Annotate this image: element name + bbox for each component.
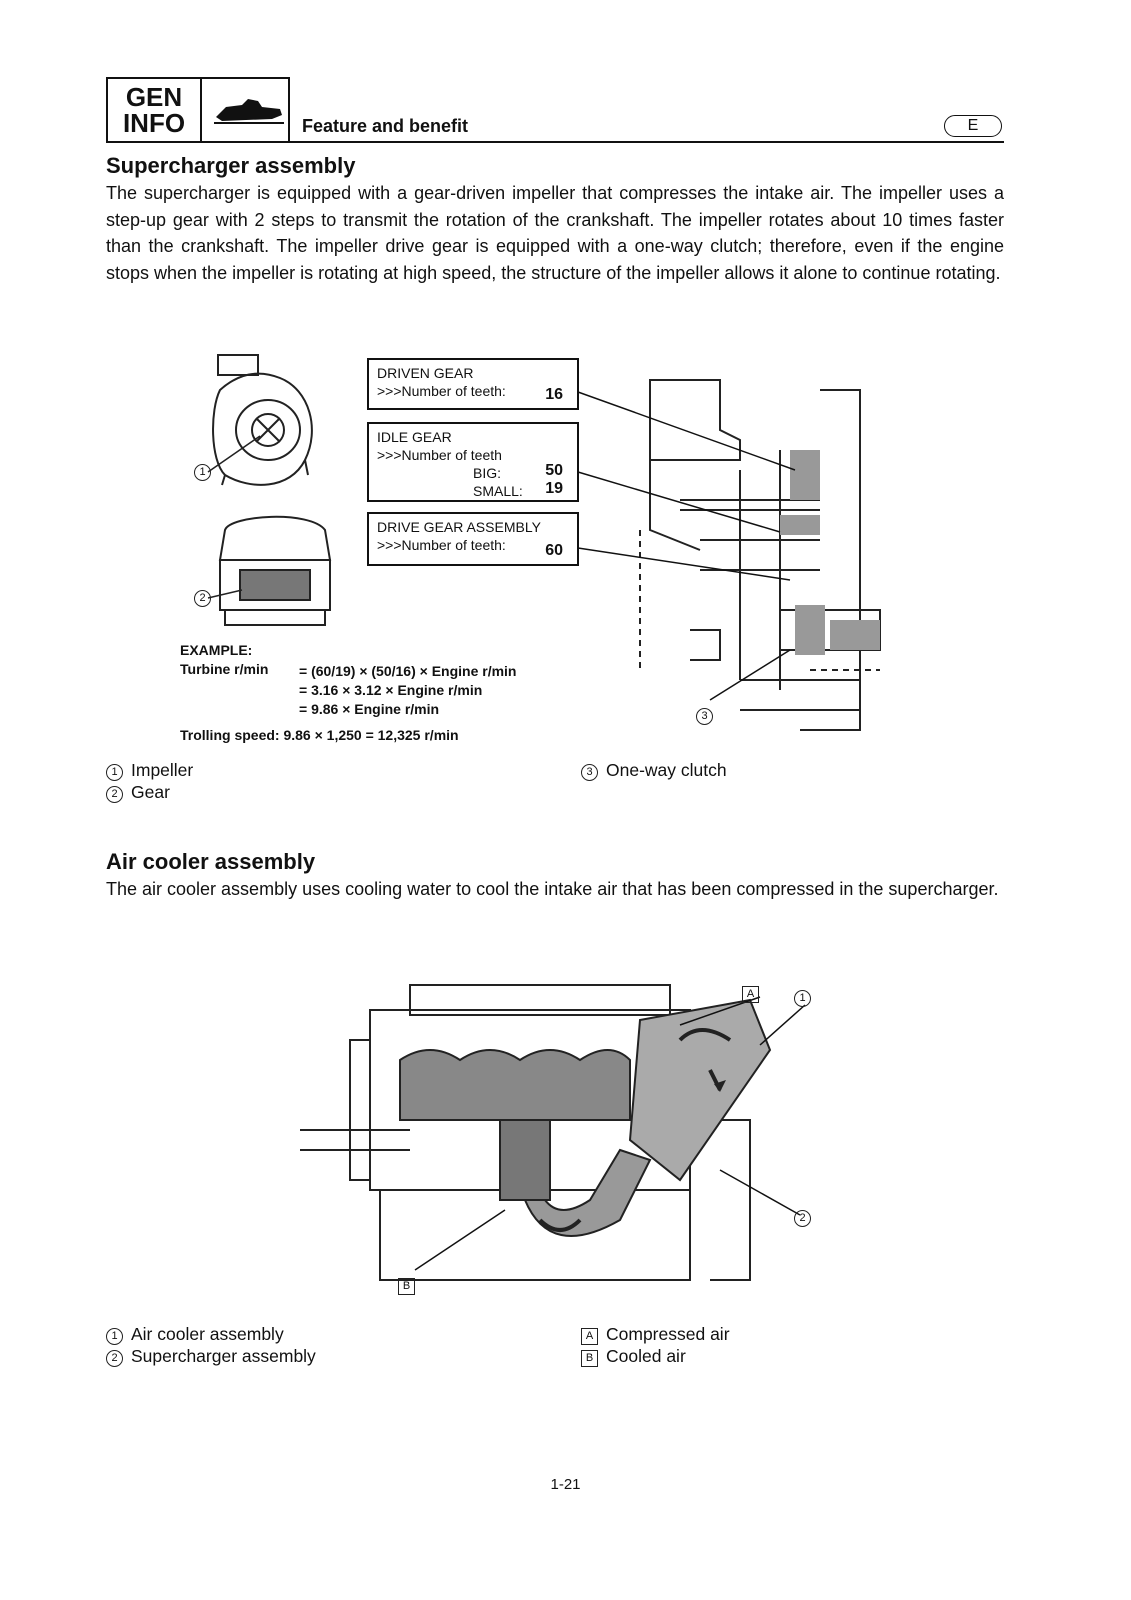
example-line2: = 3.16 × 3.12 × Engine r/min — [299, 682, 483, 698]
legend-text: Impeller — [131, 760, 194, 780]
idle-gear-small-value: 19 — [545, 480, 563, 497]
language-badge: E — [944, 115, 1002, 137]
legend-number: 2 — [106, 786, 123, 803]
legend-item: B Cooled air — [581, 1345, 686, 1367]
legend-text: One-way clutch — [606, 760, 727, 780]
header-subtitle: Feature and benefit — [302, 116, 469, 136]
drive-gear-title: DRIVE GEAR ASSEMBLY — [377, 519, 541, 535]
example-lhs: Turbine r/min — [180, 661, 269, 677]
driven-gear-box: DRIVEN GEAR >>>Number of teeth: 16 — [367, 358, 579, 410]
legend-number: 1 — [106, 1328, 123, 1345]
idle-gear-big-value: 50 — [545, 462, 563, 479]
idle-gear-label: >>>Number of teeth — [377, 447, 502, 463]
engine-drawing — [300, 984, 806, 1281]
example-heading: EXAMPLE: — [180, 642, 253, 658]
callout-3: 3 — [696, 708, 713, 725]
legend-item: 3 One-way clutch — [581, 759, 727, 781]
drive-gear-value: 60 — [545, 542, 563, 559]
section-tab-box: GEN INFO — [106, 77, 290, 143]
idle-gear-big-label: BIG: — [473, 465, 502, 481]
idle-gear-small-label: SMALL: — [473, 483, 523, 499]
legend-item: 2 Gear — [106, 781, 170, 803]
section-tab-line2: INFO — [122, 108, 186, 138]
drive-gear-label: >>>Number of teeth: — [377, 537, 506, 553]
legend-text: Cooled air — [606, 1346, 686, 1366]
supercharger-paragraph: The supercharger is equipped with a gear… — [106, 183, 1004, 283]
section-tab-line1: GEN — [125, 82, 183, 112]
example-line3: = 9.86 × Engine r/min — [299, 701, 440, 717]
callout-a: A — [742, 986, 759, 1003]
callout-1: 1 — [194, 464, 211, 481]
air-cooler-figure: A 1 2 B — [290, 980, 840, 1300]
callout-1: 1 — [794, 990, 811, 1007]
callout-b: B — [398, 1278, 415, 1295]
driven-gear-title: DRIVEN GEAR — [377, 365, 474, 381]
air-cooler-paragraph: The air cooler assembly uses cooling wat… — [106, 879, 999, 899]
legend-item: 2 Supercharger assembly — [106, 1345, 316, 1367]
legend-number: 3 — [581, 764, 598, 781]
legend-letter: A — [581, 1328, 598, 1345]
legend-item: 1 Air cooler assembly — [106, 1323, 284, 1345]
legend-number: 1 — [106, 764, 123, 781]
driven-gear-label: >>>Number of teeth: — [377, 383, 506, 399]
legend-number: 2 — [106, 1350, 123, 1367]
legend-text: Air cooler assembly — [131, 1324, 284, 1344]
supercharger-drawing — [207, 354, 881, 731]
watercraft-icon — [214, 99, 284, 124]
legend-text: Supercharger assembly — [131, 1346, 316, 1366]
driven-gear-value: 16 — [545, 386, 563, 403]
section-tab-label: GEN INFO — [108, 79, 202, 141]
callout-2: 2 — [794, 1210, 811, 1227]
legend-item: A Compressed air — [581, 1323, 730, 1345]
supercharger-figure: 1 2 3 DRIVEN GEAR >>>Number of teeth: 16… — [180, 350, 900, 750]
legend-letter: B — [581, 1350, 598, 1367]
callout-2: 2 — [194, 590, 211, 607]
section-title-air-cooler: Air cooler assembly — [106, 849, 316, 874]
example-trolling: Trolling speed: 9.86 × 1,250 = 12,325 r/… — [180, 727, 459, 743]
idle-gear-title: IDLE GEAR — [377, 429, 452, 445]
page-number: 1-21 — [550, 1476, 581, 1493]
drive-gear-box: DRIVE GEAR ASSEMBLY >>>Number of teeth: … — [367, 512, 579, 566]
legend-text: Gear — [131, 782, 170, 802]
idle-gear-box: IDLE GEAR >>>Number of teeth BIG: 50 SMA… — [367, 422, 579, 502]
header-divider — [106, 141, 1004, 143]
legend-text: Compressed air — [606, 1324, 730, 1344]
legend-item: 1 Impeller — [106, 759, 193, 781]
section-title-supercharger: Supercharger assembly — [106, 153, 356, 178]
example-line1: = (60/19) × (50/16) × Engine r/min — [299, 663, 517, 679]
